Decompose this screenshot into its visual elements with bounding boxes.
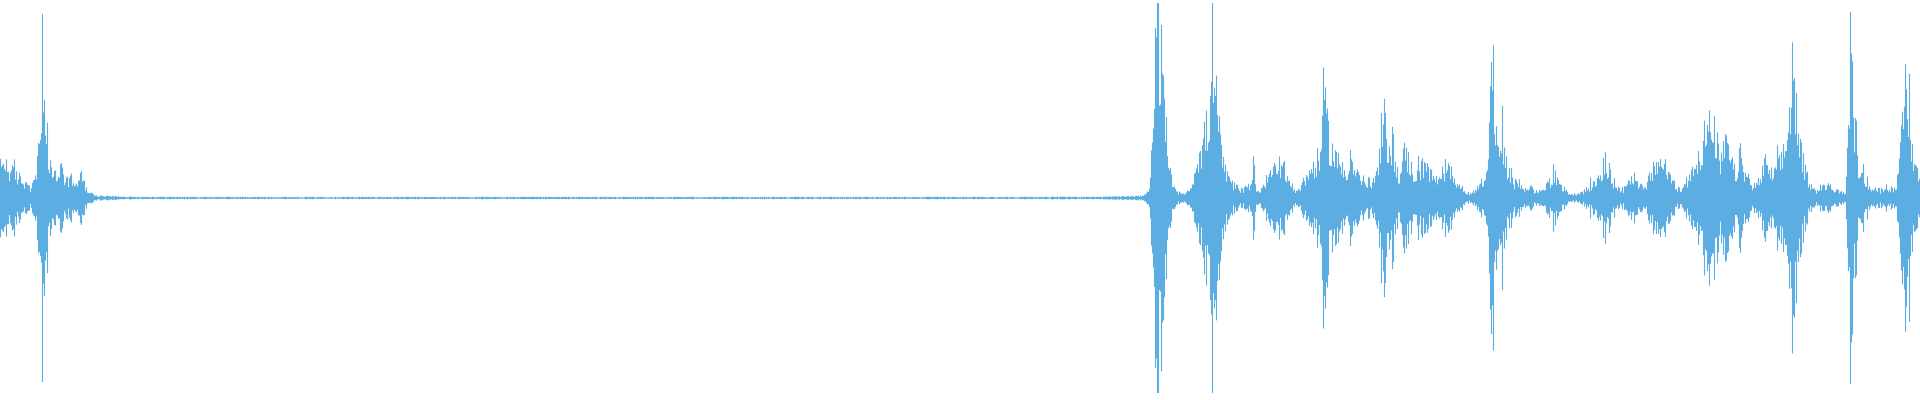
waveform-columns bbox=[0, 3, 1920, 393]
